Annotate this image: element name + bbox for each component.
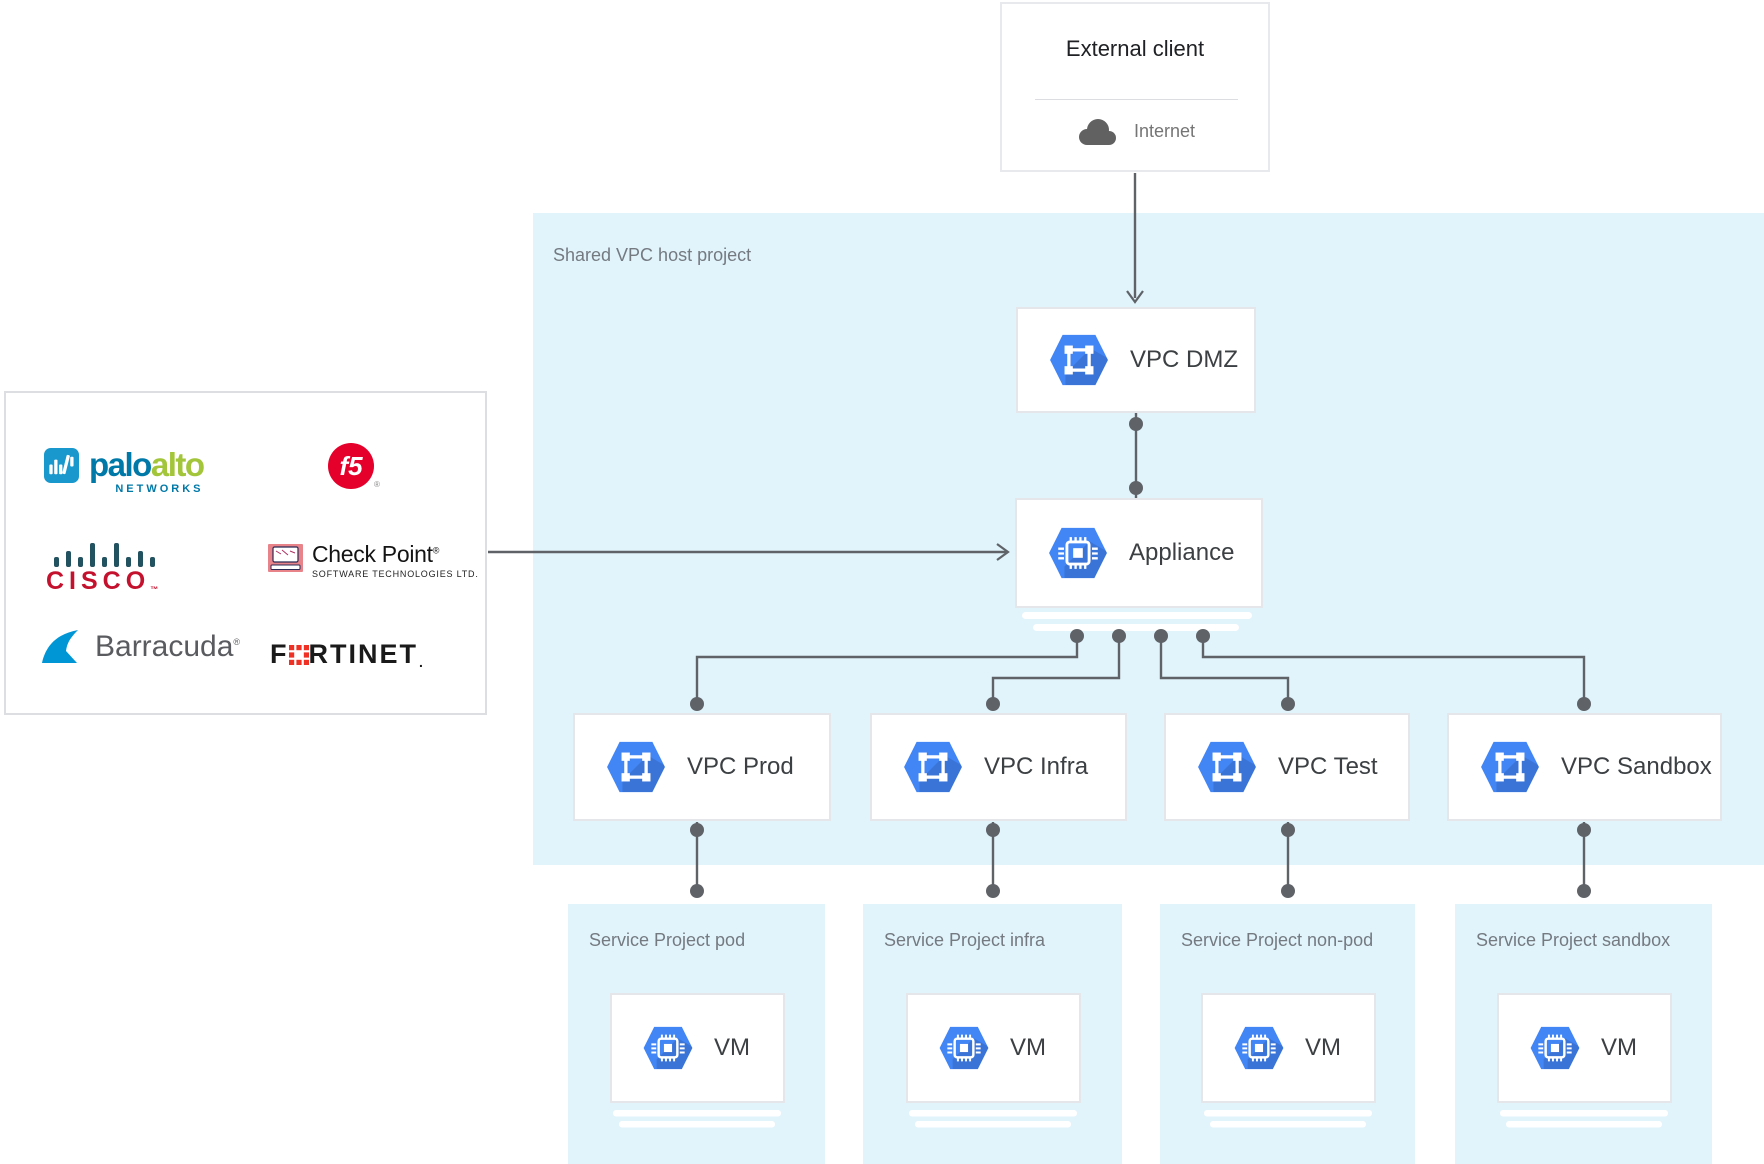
cloud-icon [1078,119,1116,145]
vpc-network-icon [605,740,667,794]
f5-logo: f5 ® [328,443,380,489]
host-project-label: Shared VPC host project [553,245,752,265]
vendor-appliances-panel: paloalto NETWORKS f5 ® [4,391,487,715]
vpc-sandbox-node: VPC Sandbox [1447,713,1722,821]
f5-mark: f5 [328,443,374,489]
palo-alto-wordmark: paloalto NETWORKS [89,446,205,495]
service-project-label: Service Project sandbox [1476,930,1671,950]
check-point-subtitle: SOFTWARE TECHNOLOGIES LTD. [312,569,479,579]
appliance-node: Appliance [1015,498,1263,608]
barracuda-logo: Barracuda® [40,629,240,665]
service-project-label: Service Project pod [589,930,746,950]
internet-label: Internet [1133,120,1196,141]
vpc-dmz-label: VPC DMZ [1130,346,1238,373]
external-client-title: External client [1065,36,1205,61]
check-point-icon [268,544,303,572]
networks-text: NETWORKS [115,483,204,495]
palo-text: palo [89,446,152,483]
fortinet-logo: F RTINET . [270,639,425,670]
f5-reg: ® [374,480,380,489]
vm-label: VM [1010,1034,1046,1061]
palo-alto-icon [44,448,79,483]
vm-chip-icon [1529,1025,1581,1071]
vpc-dmz-node: VPC DMZ [1016,307,1256,413]
service-project-label: Service Project infra [884,930,1046,950]
barracuda-fin-icon [42,630,78,663]
check-point-logo: Check Point® SOFTWARE TECHNOLOGIES LTD. [268,543,479,579]
vm-label: VM [714,1034,750,1061]
fortinet-rtinet: RTINET [308,639,418,669]
appliance-chip-icon [1047,526,1109,580]
vpc-network-icon [1048,333,1110,387]
vm-node-infra: VM [906,993,1081,1103]
appliance-label: Appliance [1129,539,1235,566]
vpc-test-label: VPC Test [1278,753,1378,780]
fortinet-f: F [270,639,289,669]
vpc-network-icon [902,740,964,794]
vm-label: VM [1305,1034,1341,1061]
check-point-wordmark: Check Point® SOFTWARE TECHNOLOGIES LTD. [312,541,479,580]
vpc-network-icon [1196,740,1258,794]
fortinet-period: . [419,654,425,670]
cisco-wordmark: CISCO™ [46,567,164,595]
vpc-infra-label: VPC Infra [984,753,1089,780]
vpc-prod-label: VPC Prod [687,753,794,780]
vpc-test-node: VPC Test [1164,713,1410,821]
vpc-infra-node: VPC Infra [870,713,1127,821]
service-project-label: Service Project non-pod [1181,930,1374,950]
internet-row: Internet [1002,116,1268,146]
external-client-card: External client Internet [1000,2,1270,172]
vm-node-sandbox: VM [1497,993,1672,1103]
vm-node-pod: VM [610,993,785,1103]
cisco-logo: CISCO™ [46,541,163,594]
vm-chip-icon [1233,1025,1285,1071]
divider [1035,99,1238,100]
vm-label: VM [1601,1034,1637,1061]
vm-node-non-pod: VM [1201,993,1376,1103]
fortinet-o-icon [288,644,309,665]
vpc-network-icon [1479,740,1541,794]
vm-chip-icon [938,1025,990,1071]
cisco-bars-icon [53,543,155,567]
vm-chip-icon [642,1025,694,1071]
barracuda-wordmark: Barracuda® [95,630,241,663]
alto-text: alto [150,446,205,483]
vpc-prod-node: VPC Prod [573,713,831,821]
vpc-sandbox-label: VPC Sandbox [1561,753,1712,780]
palo-alto-networks-logo: paloalto NETWORKS [44,446,205,495]
